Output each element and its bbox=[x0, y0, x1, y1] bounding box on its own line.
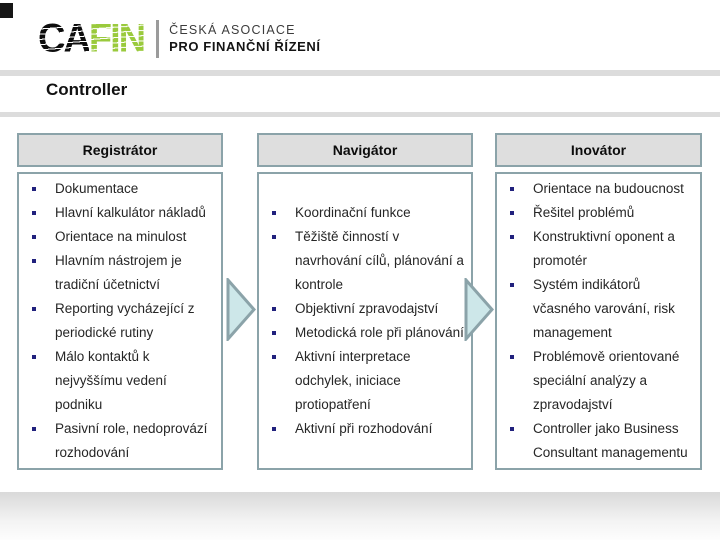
list-item: Systém indikátorů včasného varování, ris… bbox=[510, 273, 694, 345]
list-item: Řešitel problémů bbox=[510, 201, 694, 225]
logo-fin-text: FIN bbox=[88, 17, 146, 61]
bullet-icon bbox=[272, 235, 276, 239]
logo-tagline: ČESKÁ ASOCIACE PRO FINANČNÍ ŘÍZENÍ bbox=[169, 23, 321, 55]
list-item: Orientace na minulost bbox=[32, 225, 215, 249]
arrow-right-icon bbox=[226, 278, 256, 341]
logo-tagline-line2: PRO FINANČNÍ ŘÍZENÍ bbox=[169, 38, 321, 54]
list-item-text: Aktivní při rozhodování bbox=[295, 421, 433, 436]
bullet-icon bbox=[32, 235, 36, 239]
bullet-icon bbox=[32, 259, 36, 263]
page-title: Controller bbox=[46, 80, 128, 99]
logo-tagline-line1: ČESKÁ ASOCIACE bbox=[169, 23, 296, 38]
list-item: Hlavním nástrojem je tradiční účetnictví bbox=[32, 249, 215, 297]
list-item: Problémově orientované speciální analýzy… bbox=[510, 345, 694, 417]
list-item: Orientace na budoucnost bbox=[510, 177, 694, 201]
column-body-inovator: Orientace na budoucnost Řešitel problémů… bbox=[495, 172, 702, 470]
bullet-icon bbox=[272, 427, 276, 431]
list-item-text: Orientace na minulost bbox=[55, 229, 187, 244]
list-item: Málo kontaktů k nejvyššímu vedení podnik… bbox=[32, 345, 215, 417]
logo-ca-text: CA bbox=[38, 17, 91, 61]
list-item-text: Řešitel problémů bbox=[533, 205, 635, 220]
list-item: Reporting vycházející z periodické rutin… bbox=[32, 297, 215, 345]
logo-separator bbox=[156, 20, 160, 58]
list-item: Objektivní zpravodajství bbox=[272, 297, 465, 321]
column-header-navigator: Navigátor bbox=[257, 133, 473, 167]
bullet-icon bbox=[32, 355, 36, 359]
column-body-navigator: Koordinační funkce Těžiště činností v na… bbox=[257, 172, 473, 470]
list-item-text: Orientace na budoucnost bbox=[533, 181, 684, 196]
bullet-icon bbox=[510, 235, 514, 239]
list-item: Pasivní role, nedoprovází rozhodování bbox=[32, 417, 215, 465]
bullet-icon bbox=[510, 211, 514, 215]
list-item-text: Konstruktivní oponent a promotér bbox=[533, 229, 675, 268]
list-item-text: Controller jako Business Consultant mana… bbox=[533, 421, 688, 460]
bullet-icon bbox=[510, 427, 514, 431]
header-divider-bottom bbox=[0, 112, 720, 117]
list-item-text: Hlavním nástrojem je tradiční účetnictví bbox=[55, 253, 182, 292]
cafin-logo: CA FIN ČESKÁ ASOCIACE PRO FINANČNÍ ŘÍZEN… bbox=[38, 14, 321, 64]
bullet-icon bbox=[272, 355, 276, 359]
arrow-right-icon bbox=[464, 278, 494, 341]
bullet-icon bbox=[510, 283, 514, 287]
list-item-text: Metodická role při plánování bbox=[295, 325, 464, 340]
list-item-text: Problémově orientované speciální analýzy… bbox=[533, 349, 680, 412]
list-item-text: Těžiště činností v navrhování cílů, plán… bbox=[295, 229, 464, 292]
bullet-icon bbox=[272, 331, 276, 335]
footer-band bbox=[0, 492, 720, 540]
list-item-text: Aktivní interpretace odchylek, iniciace … bbox=[295, 349, 411, 412]
list-item-text: Dokumentace bbox=[55, 181, 139, 196]
list-item: Metodická role při plánování bbox=[272, 321, 465, 345]
list-item-text: Málo kontaktů k nejvyššímu vedení podnik… bbox=[55, 349, 167, 412]
list-item: Hlavní kalkulátor nákladů bbox=[32, 201, 215, 225]
bullet-icon bbox=[32, 211, 36, 215]
list-item: Controller jako Business Consultant mana… bbox=[510, 417, 694, 465]
list-item-text: Systém indikátorů včasného varování, ris… bbox=[533, 277, 675, 340]
bullet-icon bbox=[510, 355, 514, 359]
column-header-registrator: Registrátor bbox=[17, 133, 223, 167]
bullet-icon bbox=[32, 307, 36, 311]
list-item: Koordinační funkce bbox=[272, 201, 465, 225]
bullet-icon bbox=[272, 307, 276, 311]
column-body-registrator: Dokumentace Hlavní kalkulátor nákladů Or… bbox=[17, 172, 223, 470]
list-item: Dokumentace bbox=[32, 177, 215, 201]
list-item: Aktivní při rozhodování bbox=[272, 417, 465, 441]
column-header-inovator: Inovátor bbox=[495, 133, 702, 167]
corner-decoration bbox=[0, 3, 13, 18]
list-item-text: Pasivní role, nedoprovází rozhodování bbox=[55, 421, 208, 460]
bullet-icon bbox=[510, 187, 514, 191]
bullet-icon bbox=[32, 427, 36, 431]
bullet-icon bbox=[32, 187, 36, 191]
list-item-text: Koordinační funkce bbox=[295, 205, 411, 220]
list-item-text: Hlavní kalkulátor nákladů bbox=[55, 205, 206, 220]
header-divider-top bbox=[0, 70, 720, 76]
list-item: Konstruktivní oponent a promotér bbox=[510, 225, 694, 273]
list-item: Těžiště činností v navrhování cílů, plán… bbox=[272, 225, 465, 297]
list-item-text: Reporting vycházející z periodické rutin… bbox=[55, 301, 195, 340]
list-item: Aktivní interpretace odchylek, iniciace … bbox=[272, 345, 465, 417]
list-item-text: Objektivní zpravodajství bbox=[295, 301, 439, 316]
bullet-icon bbox=[272, 211, 276, 215]
